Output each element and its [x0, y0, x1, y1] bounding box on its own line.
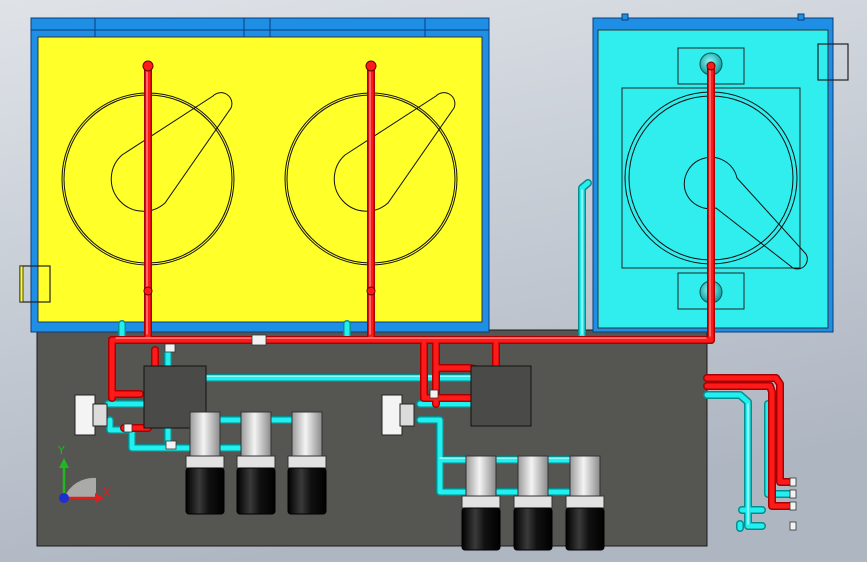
outlet-fittings: [789, 477, 797, 531]
pump[interactable]: [185, 411, 225, 515]
base-plate[interactable]: [36, 329, 708, 547]
tank-handle-right[interactable]: [817, 43, 849, 81]
coordinate-triad-icon: Y X: [57, 444, 111, 503]
pump[interactable]: [513, 455, 553, 551]
pump-group-left[interactable]: [185, 411, 327, 515]
pump-group-right[interactable]: [461, 455, 605, 551]
pump[interactable]: [565, 455, 605, 551]
valve-block-right[interactable]: [470, 365, 532, 427]
pump[interactable]: [287, 411, 327, 515]
flow-meter-left[interactable]: [74, 394, 108, 436]
triad-x-label: X: [103, 486, 111, 499]
flow-meter-right[interactable]: [381, 394, 415, 436]
yellow-tank[interactable]: [19, 17, 490, 333]
pump[interactable]: [461, 455, 501, 551]
cyan-tank[interactable]: [592, 13, 849, 333]
triad-y-label: Y: [57, 444, 65, 457]
pump[interactable]: [236, 411, 276, 515]
